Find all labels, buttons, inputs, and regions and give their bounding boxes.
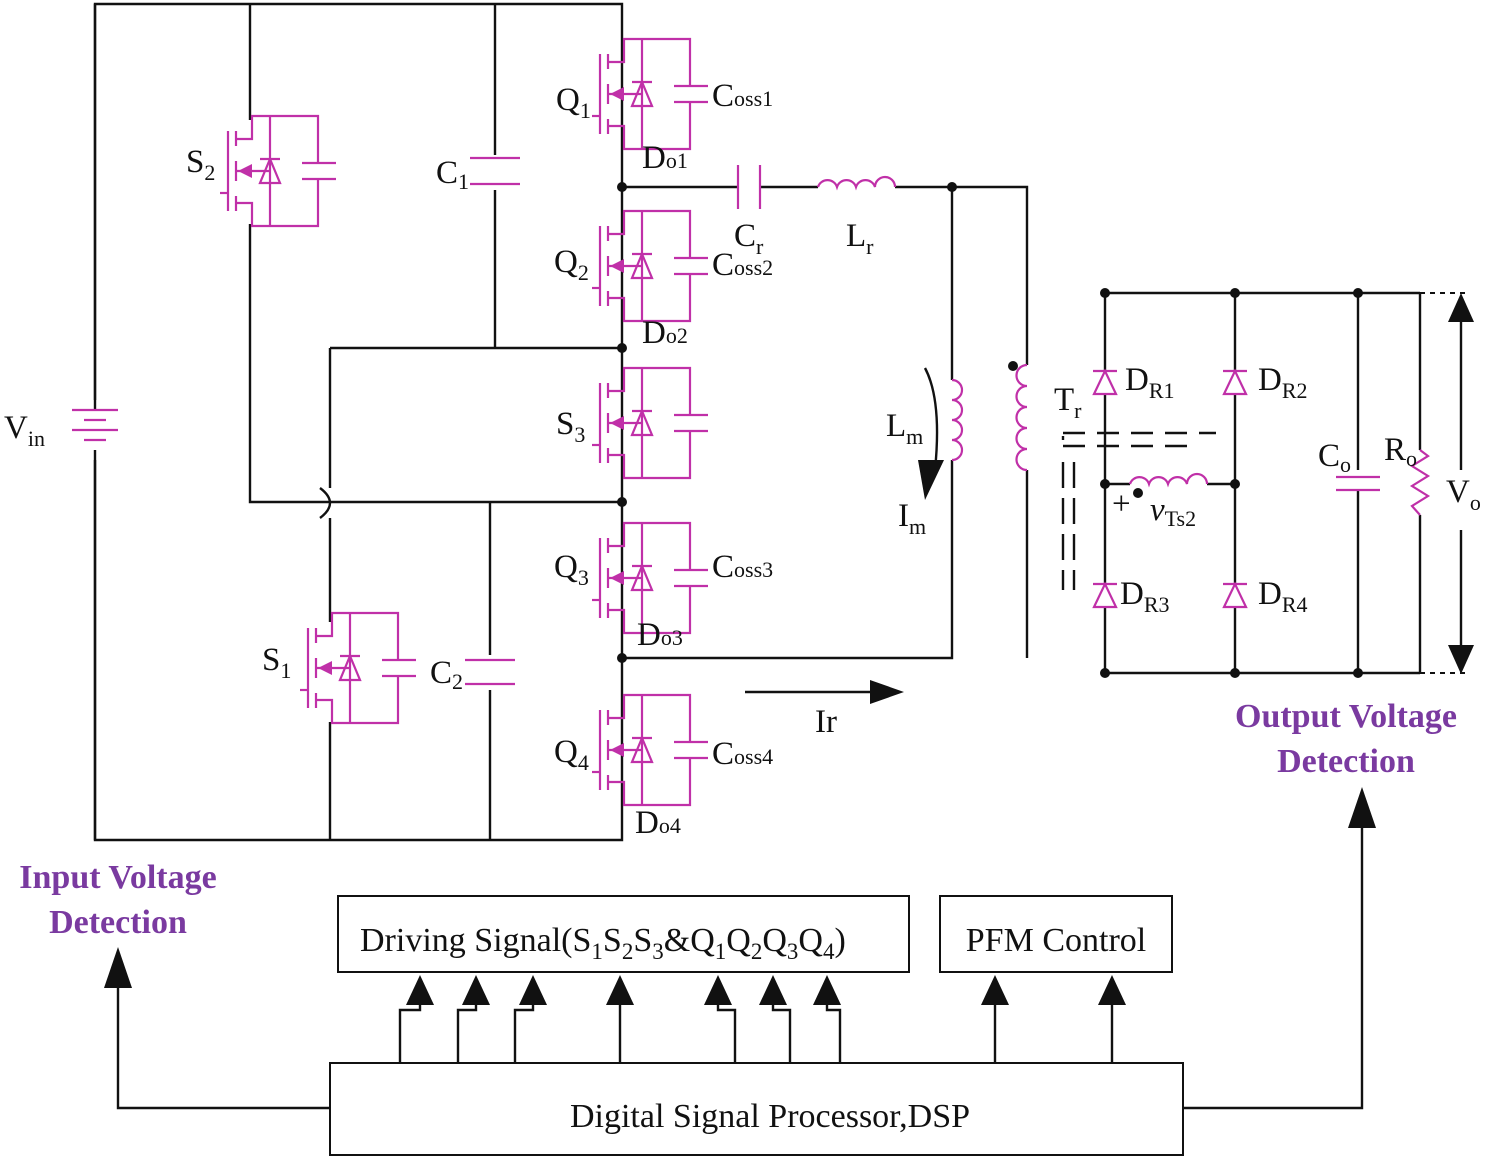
do1-label: Do1 <box>642 140 688 176</box>
driving-signal-block <box>337 895 910 973</box>
driving-signal-label: Driving Signal(S1S2S3&Q1Q2Q3Q4) <box>360 922 846 964</box>
output-detection-line1: Output Voltage <box>1235 698 1457 735</box>
coss4-label: Coss4 <box>712 736 773 772</box>
vin-battery <box>72 400 118 460</box>
output-detection-line2: Detection <box>1277 743 1415 780</box>
cr-label: Cr <box>734 218 764 259</box>
coss3-label: Coss3 <box>712 549 773 585</box>
capacitor-c2 <box>465 658 515 686</box>
transformer-core <box>1061 431 1216 590</box>
input-detection-line1: Input Voltage <box>19 859 216 896</box>
output-detection-arrow <box>1183 787 1376 1110</box>
transformer-primary <box>1008 361 1028 472</box>
dr1-label: DR1 <box>1125 362 1175 403</box>
inductor-lm <box>951 378 964 462</box>
dr2-label: DR2 <box>1258 362 1308 403</box>
switch-q2 <box>590 209 710 323</box>
plus-sign: + <box>1112 486 1131 522</box>
vo-arrow <box>1448 293 1474 674</box>
capacitor-co <box>1336 475 1380 492</box>
capacitor-cr <box>736 165 762 209</box>
switch-q1 <box>590 37 710 151</box>
q3-label: Q3 <box>554 549 589 590</box>
rectifier-dots <box>1100 288 1363 678</box>
s3-label: S3 <box>556 406 585 447</box>
im-arrow <box>918 367 944 500</box>
do3-label: Do3 <box>637 617 683 653</box>
diode-dr2 <box>1222 368 1248 396</box>
coss2-label: Coss2 <box>712 247 773 283</box>
dr3-label: DR3 <box>1120 576 1170 617</box>
input-detection-line2: Detection <box>49 904 187 941</box>
switch-s3 <box>590 366 710 480</box>
s1-label: S1 <box>262 642 291 683</box>
ro-label: Ro <box>1384 432 1417 471</box>
ir-arrow <box>745 680 904 704</box>
s2-label: S2 <box>186 144 215 185</box>
diode-dr4 <box>1222 581 1248 609</box>
tr-label: Tr <box>1054 382 1082 423</box>
im-label: Im <box>898 498 926 539</box>
vin-label: Vin <box>4 410 45 451</box>
q4-label: Q4 <box>554 734 589 775</box>
dsp-label: Digital Signal Processor,DSP <box>570 1098 970 1135</box>
ir-label: Ir <box>815 704 837 740</box>
diode-dr3 <box>1092 581 1118 609</box>
transformer-secondary <box>1128 472 1209 488</box>
input-detection-arrow <box>104 947 330 1110</box>
dsp-block <box>329 1062 1184 1156</box>
do4-label: Do4 <box>635 805 681 841</box>
dr4-label: DR4 <box>1258 576 1308 617</box>
lm-label: Lm <box>886 408 923 449</box>
switch-s1 <box>298 611 418 725</box>
q2-label: Q2 <box>554 244 589 285</box>
pfm-arrows <box>981 975 1126 1063</box>
diode-dr1 <box>1092 368 1118 396</box>
power-stage-wires <box>85 2 1029 842</box>
resistor-ro <box>1409 449 1431 516</box>
coss1-label: Coss1 <box>712 78 773 114</box>
do2-label: Do2 <box>642 315 688 351</box>
pfm-control-block <box>939 895 1173 973</box>
drive-signal-arrows <box>398 975 842 1063</box>
co-label: Co <box>1318 438 1351 477</box>
switch-s2 <box>218 114 338 228</box>
junction-dots <box>617 182 957 663</box>
switch-q4 <box>590 693 710 807</box>
inductor-lr <box>816 175 897 191</box>
vo-label: Vo <box>1446 474 1481 515</box>
c1-label: C1 <box>436 155 469 194</box>
pfm-control-label: PFM Control <box>966 922 1146 959</box>
capacitor-c1 <box>470 156 520 186</box>
vts2-label: vTs2 <box>1150 492 1196 531</box>
c2-label: C2 <box>430 655 463 694</box>
q1-label: Q1 <box>556 82 591 123</box>
lr-label: Lr <box>846 218 874 259</box>
